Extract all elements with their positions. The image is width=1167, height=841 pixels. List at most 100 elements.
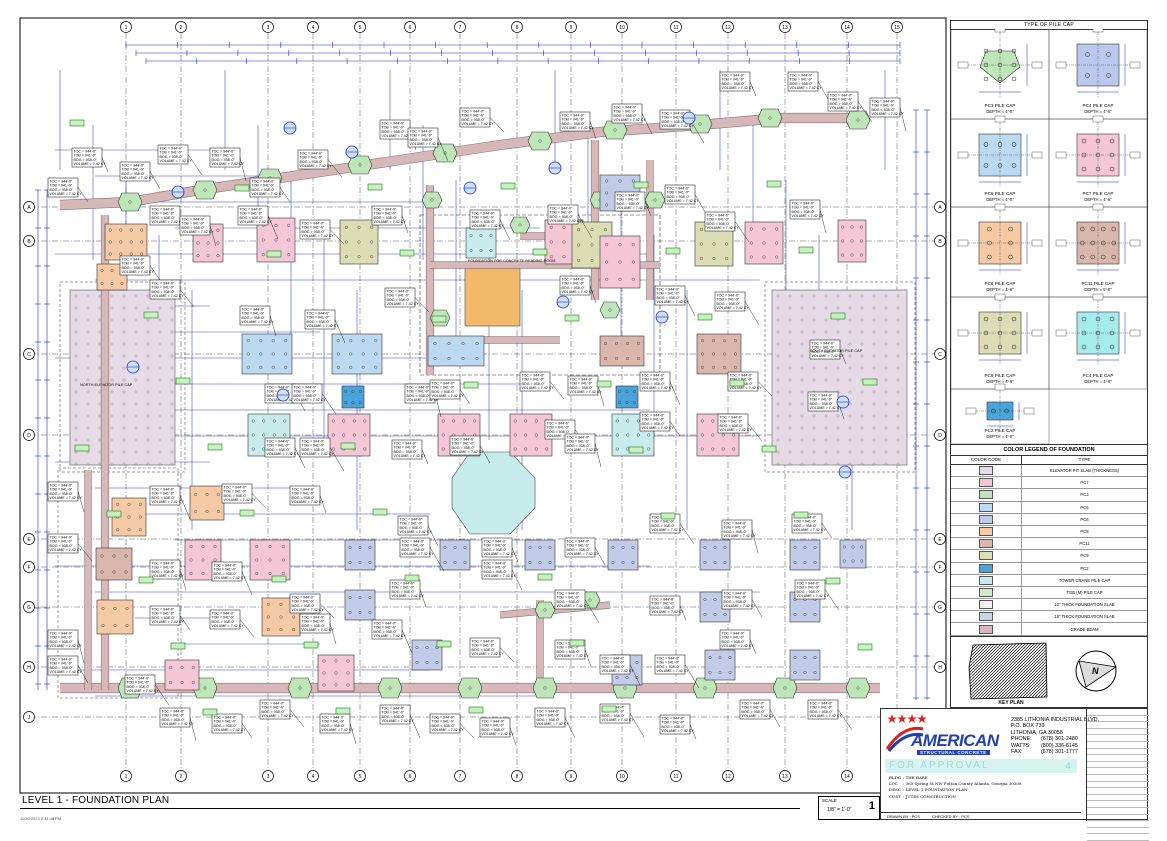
pile-tag: [825, 577, 841, 585]
svg-text:TOC = 944'-0": TOC = 944'-0": [252, 180, 275, 184]
pile-tag: [761, 445, 777, 453]
svg-text:TOC = 944'-0": TOC = 944'-0": [614, 106, 637, 110]
legend-swatch: [979, 600, 993, 610]
svg-text:BOG = 938'-0": BOG = 938'-0": [300, 160, 324, 164]
svg-text:8: 8: [516, 25, 519, 31]
svg-text:VOLUME = 7.42 CY: VOLUME = 7.42 CY: [212, 624, 245, 628]
legend-swatch-cell: [951, 465, 1022, 477]
svg-text:BOG = 938'-0": BOG = 938'-0": [602, 665, 626, 669]
svg-text:BOG = 938'-0": BOG = 938'-0": [50, 492, 74, 496]
logo-stars-icon: [887, 714, 927, 723]
pile-cap-callout: TOC = 944'-0"TOB = 941'-0"BOG = 938'-0"V…: [721, 589, 763, 618]
revision-row: [1087, 729, 1149, 736]
svg-text:VOLUME = 7.42 CY: VOLUME = 7.42 CY: [810, 406, 843, 410]
legend-row: TOWER CRANE PILE CAP: [951, 574, 1147, 587]
svg-text:TOC = 944'-0": TOC = 944'-0": [74, 150, 97, 154]
pile-tag: [106, 510, 122, 518]
pile-tag: [170, 642, 186, 650]
svg-text:TOC = 944'-0": TOC = 944'-0": [382, 707, 405, 711]
pile-cap-callout: TOC = 944'-0"TOB = 941'-0"BOG = 938'-0"V…: [807, 699, 853, 731]
svg-text:VOLUME = 7.42 CY: VOLUME = 7.42 CY: [557, 654, 590, 658]
svg-text:BOG = 938'-0": BOG = 938'-0": [657, 665, 681, 669]
svg-text:H: H: [27, 665, 31, 671]
svg-text:BOG = 938'-0": BOG = 938'-0": [722, 640, 746, 644]
svg-text:TOC = 944'-0": TOC = 944'-0": [292, 596, 315, 600]
svg-text:BOG = 938'-0": BOG = 938'-0": [797, 590, 821, 594]
svg-text:TOC = 944'-0": TOC = 944'-0": [394, 442, 417, 446]
svg-text:BOG = 938'-0": BOG = 938'-0": [557, 600, 581, 604]
sheet-mark: 4: [1059, 759, 1077, 773]
svg-text:BOG = 938'-0": BOG = 938'-0": [567, 444, 591, 448]
pile-tag: [601, 705, 617, 713]
svg-text:TOC = 944'-0": TOC = 944'-0": [662, 717, 685, 721]
pile-cap-callout: TOC = 944'-0"TOB = 941'-0"BOG = 938'-0"V…: [704, 211, 750, 243]
svg-text:TOC = 944'-0": TOC = 944'-0": [214, 716, 237, 720]
svg-text:BOG = 938'-0": BOG = 938'-0": [50, 544, 74, 548]
svg-text:TOC = 944'-0": TOC = 944'-0": [407, 386, 430, 390]
checked-by: CHECKED BY : PCS: [931, 814, 970, 819]
pile-cap-name: PC8 PILE CAP: [985, 281, 1016, 286]
pile-cap-callout: TOC = 944'-0"TOB = 941'-0"BOG = 938'-0"V…: [719, 71, 757, 97]
svg-text:TOB = 941'-0": TOB = 941'-0": [812, 346, 835, 350]
svg-text:VOLUME = 7.42 CY: VOLUME = 7.42 CY: [392, 594, 425, 598]
pile-cap-callout: TOC = 944'-0"TOB = 941'-0"BOG = 938'-0"V…: [157, 144, 203, 176]
svg-text:TOB = 941'-0": TOB = 941'-0": [410, 134, 433, 138]
pile-cap-callout: TOC = 944'-0"TOB = 941'-0"BOG = 938'-0"V…: [787, 71, 829, 100]
svg-text:TOB = 941'-0": TOB = 941'-0": [652, 520, 675, 524]
pile-cap-callout: TOC = 944'-0"TOB = 941'-0"BOG = 938'-0"V…: [149, 605, 191, 631]
svg-text:TOB = 941'-0": TOB = 941'-0": [570, 382, 593, 386]
pile-cap: [287, 677, 313, 699]
pile-cap: [192, 180, 218, 200]
pile-tag: [564, 314, 580, 322]
pile-cap: [839, 539, 867, 569]
svg-text:VOLUME = 7.42 CY: VOLUME = 7.42 CY: [790, 86, 823, 90]
address-line: PHONE:(678) 301-2480: [1011, 736, 1099, 742]
legend-row: GRADE BEAM: [951, 623, 1147, 636]
pile-cap-callout: TOC = 944'-0"TOB = 941'-0"BOG = 938'-0"V…: [149, 279, 195, 308]
svg-text:VOLUME = 7.42 CY: VOLUME = 7.42 CY: [707, 226, 740, 230]
grid-bubble-row: A: [23, 201, 35, 213]
svg-text:BOG = 938'-0": BOG = 938'-0": [152, 616, 176, 620]
pile-cap: [845, 110, 871, 130]
pile-cap: [704, 649, 736, 681]
svg-text:BOG = 938'-0": BOG = 938'-0": [394, 450, 418, 454]
svg-text:3: 3: [267, 25, 270, 31]
legend-swatch-cell: [951, 525, 1022, 538]
pile-tag: [697, 313, 713, 321]
svg-text:TOB = 941'-0": TOB = 941'-0": [122, 262, 145, 266]
svg-text:TOB = 941'-0": TOB = 941'-0": [242, 312, 265, 316]
grid-bubble-col: 6: [404, 770, 416, 782]
svg-text:4: 4: [312, 774, 315, 780]
svg-text:VOLUME = 7.42 CY: VOLUME = 7.42 CY: [292, 500, 325, 504]
pile-tag: [628, 446, 644, 454]
svg-text:VOLUME = 7.42 CY: VOLUME = 7.42 CY: [652, 528, 685, 532]
svg-text:BOG = 938'-0": BOG = 938'-0": [724, 600, 748, 604]
svg-text:BOG = 938'-0": BOG = 938'-0": [374, 630, 398, 634]
pile-cap-callout: TOC = 944'-0"TOB = 941'-0"BOG = 938'-0"V…: [124, 674, 170, 706]
pile-cap-depth: DEPTH = 5'-0": [1084, 287, 1112, 292]
svg-text:TOC = 944'-0": TOC = 944'-0": [662, 112, 685, 116]
pile-cap: [96, 599, 134, 635]
pile-cap-callout: TOC = 944'-0"TOB = 941'-0"BOG = 938'-0"V…: [827, 91, 873, 123]
project-line: LOC: 365 Spring St NW Fulton County Atla…: [889, 781, 1022, 787]
svg-text:TOB = 941'-0": TOB = 941'-0": [240, 212, 263, 216]
svg-text:TOB = 941'-0": TOB = 941'-0": [152, 492, 175, 496]
pile-cap-callout: TOC = 944'-0"TOB = 941'-0"BOG = 938'-0"V…: [221, 483, 267, 509]
svg-text:TOB = 941'-0": TOB = 941'-0": [792, 206, 815, 210]
svg-text:VOLUME = 7.42 CY: VOLUME = 7.42 CY: [122, 270, 155, 274]
key-plan: N KEY PLAN: [950, 636, 1148, 708]
address-line: LITHONIA, GA 30058: [1011, 730, 1099, 736]
pile-cap: [527, 131, 553, 151]
grid-bubble-row: H: [934, 661, 946, 673]
pile-cap-name: PC4 PILE CAP: [1083, 373, 1114, 378]
svg-text:BOG = 938'-0": BOG = 938'-0": [667, 195, 691, 199]
pile-tag: [857, 643, 873, 651]
svg-text:BOG = 938'-0": BOG = 938'-0": [452, 446, 476, 450]
pile-cap-callout: TOC = 944'-0"TOB = 941'-0"BOG = 938'-0"V…: [481, 559, 523, 591]
svg-text:TOB = 941'-0": TOB = 941'-0": [794, 520, 817, 524]
pile-cap-callout: TOC = 944'-0"TOB = 941'-0"BOG = 938'-0"V…: [47, 481, 85, 513]
svg-text:E: E: [27, 537, 31, 543]
